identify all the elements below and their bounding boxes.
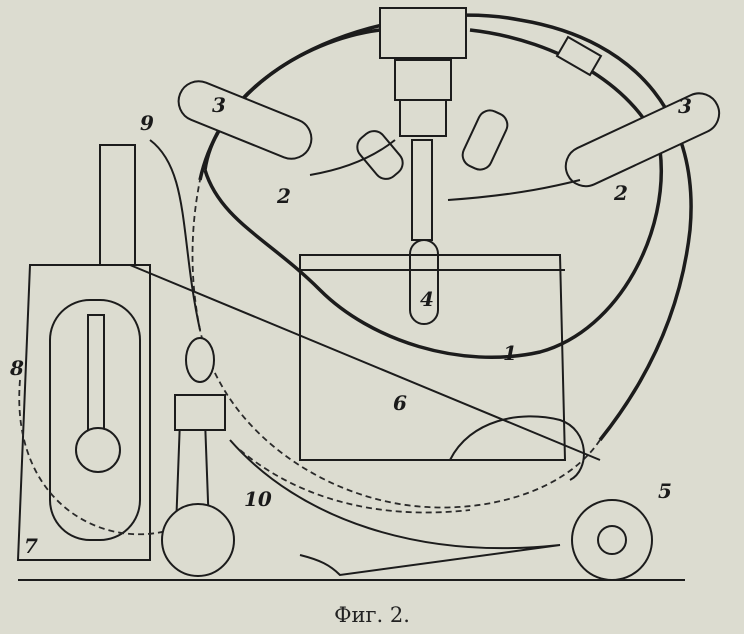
stem (411, 139, 433, 241)
label-chain: 10 (244, 487, 272, 511)
label-lamp-left: 2 (276, 184, 291, 208)
rear-handle (449, 415, 585, 481)
frame-body (16, 264, 151, 561)
lamp-small (185, 337, 215, 383)
clamp (174, 394, 226, 431)
motor-housing (49, 299, 141, 541)
cable (149, 139, 201, 331)
sled (229, 439, 561, 577)
top-housing (394, 59, 452, 101)
lamp-left (356, 130, 404, 180)
label-wheel: 5 (658, 479, 672, 503)
balloon (203, 28, 663, 359)
hose-right (447, 179, 581, 201)
switch-box (399, 99, 447, 137)
side-plug (555, 35, 603, 77)
label-lamp-right: 2 (613, 181, 628, 205)
label-rod: 6 (393, 391, 407, 415)
label-bulb: 4 (420, 287, 434, 311)
label-base: 7 (24, 534, 38, 558)
label-handle-left: 3 (212, 93, 226, 117)
crank (75, 427, 121, 473)
label-cable: 9 (140, 111, 154, 135)
hose-left (309, 139, 396, 176)
front-wheel (161, 503, 235, 577)
frame-column (99, 144, 136, 266)
handle-left (177, 80, 313, 160)
rear-wheel-hub (597, 525, 627, 555)
handle-right (564, 92, 721, 188)
chain (239, 449, 471, 514)
label-balloon: 1 (503, 341, 517, 365)
label-frame: 8 (9, 356, 24, 380)
rod (129, 264, 601, 461)
base-dashed-circle (18, 379, 171, 536)
sphere-dashed (191, 179, 601, 509)
lamp-right (461, 109, 509, 171)
reflector (299, 254, 567, 461)
label-handle-right: 3 (678, 94, 692, 118)
top-fixture (379, 7, 467, 59)
figure-caption: Фиг. 2. (334, 603, 410, 627)
bulb (409, 239, 439, 325)
